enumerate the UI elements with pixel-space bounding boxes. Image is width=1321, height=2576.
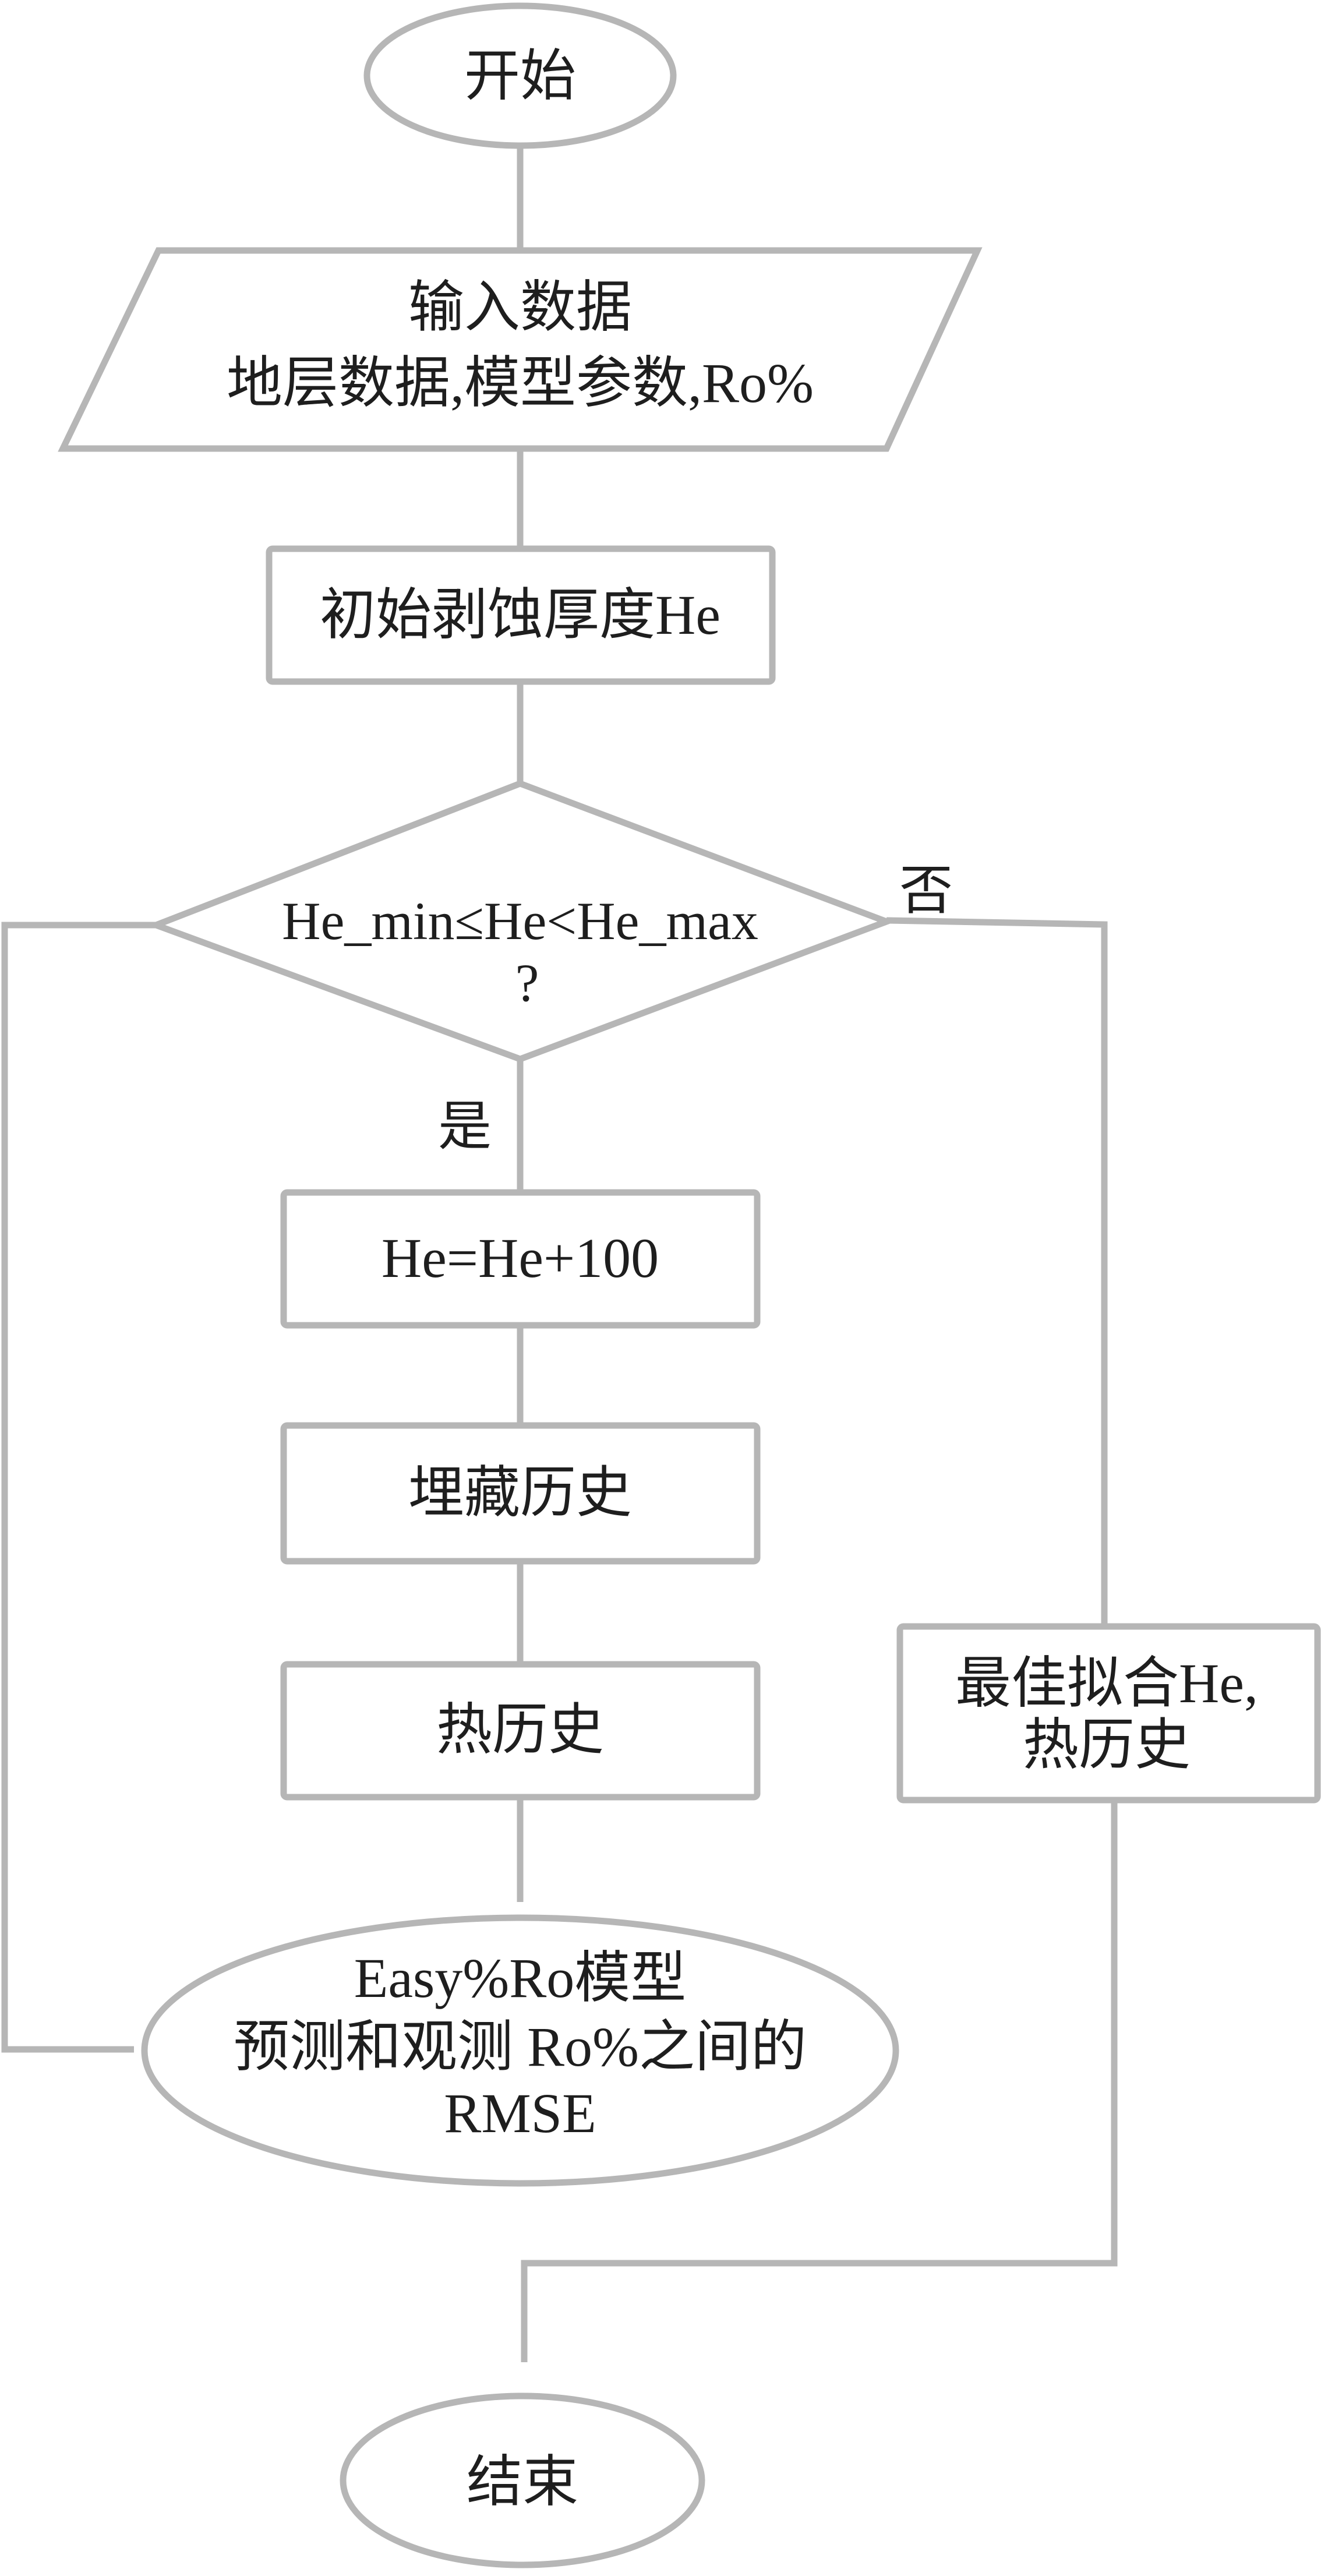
thermal-history-label: 热历史: [436, 1699, 604, 1761]
rmse-node: Easy%Ro模型 预测和观测 Ro%之间的 RMSE: [141, 1914, 899, 2187]
burial-history-node: 埋藏历史: [280, 1422, 761, 1565]
thermal-history-node: 热历史: [280, 1661, 761, 1801]
rmse-label-line3: RMSE: [444, 2082, 596, 2144]
no-label: 否: [899, 861, 953, 920]
edge-bestfit-to-end: [521, 1800, 1118, 2362]
end-label: 结束: [467, 2451, 578, 2513]
yes-label: 是: [438, 1097, 492, 1156]
init-he-label: 初始剥蚀厚度He: [320, 584, 720, 646]
rmse-label-line2: 预测和观测 Ro%之间的: [234, 2016, 807, 2078]
increment-label: He=He+100: [382, 1227, 659, 1289]
input-node: 输入数据 地层数据,模型参数,Ro%: [58, 247, 983, 452]
start-label: 开始: [464, 45, 576, 107]
best-fit-label-line1: 最佳拟合He,: [955, 1652, 1258, 1714]
rmse-label-line1: Easy%Ro模型: [354, 1947, 687, 2009]
increment-node: He=He+100: [280, 1189, 761, 1329]
best-fit-node: 最佳拟合He, 热历史: [896, 1623, 1321, 1804]
burial-history-label: 埋藏历史: [408, 1462, 632, 1524]
input-label-line2: 地层数据,模型参数,Ro%: [227, 352, 814, 414]
edge-decision-no-to-bestfit: [886, 917, 1108, 1626]
edge-rmse-loop-to-decision: [1, 922, 156, 2053]
init-he-node: 初始剥蚀厚度He: [266, 545, 776, 685]
connectors: [1, 146, 1118, 2362]
start-node: 开始: [363, 2, 677, 149]
best-fit-label-line2: 热历史: [1023, 1714, 1191, 1776]
decision-node: He_min≤He<He_max ?: [147, 780, 896, 1063]
input-label-line1: 输入数据: [408, 276, 632, 338]
end-node: 结束: [340, 2392, 705, 2568]
decision-label-line1: He_min≤He<He_max: [282, 891, 758, 951]
decision-label-line2: ?: [515, 953, 539, 1012]
